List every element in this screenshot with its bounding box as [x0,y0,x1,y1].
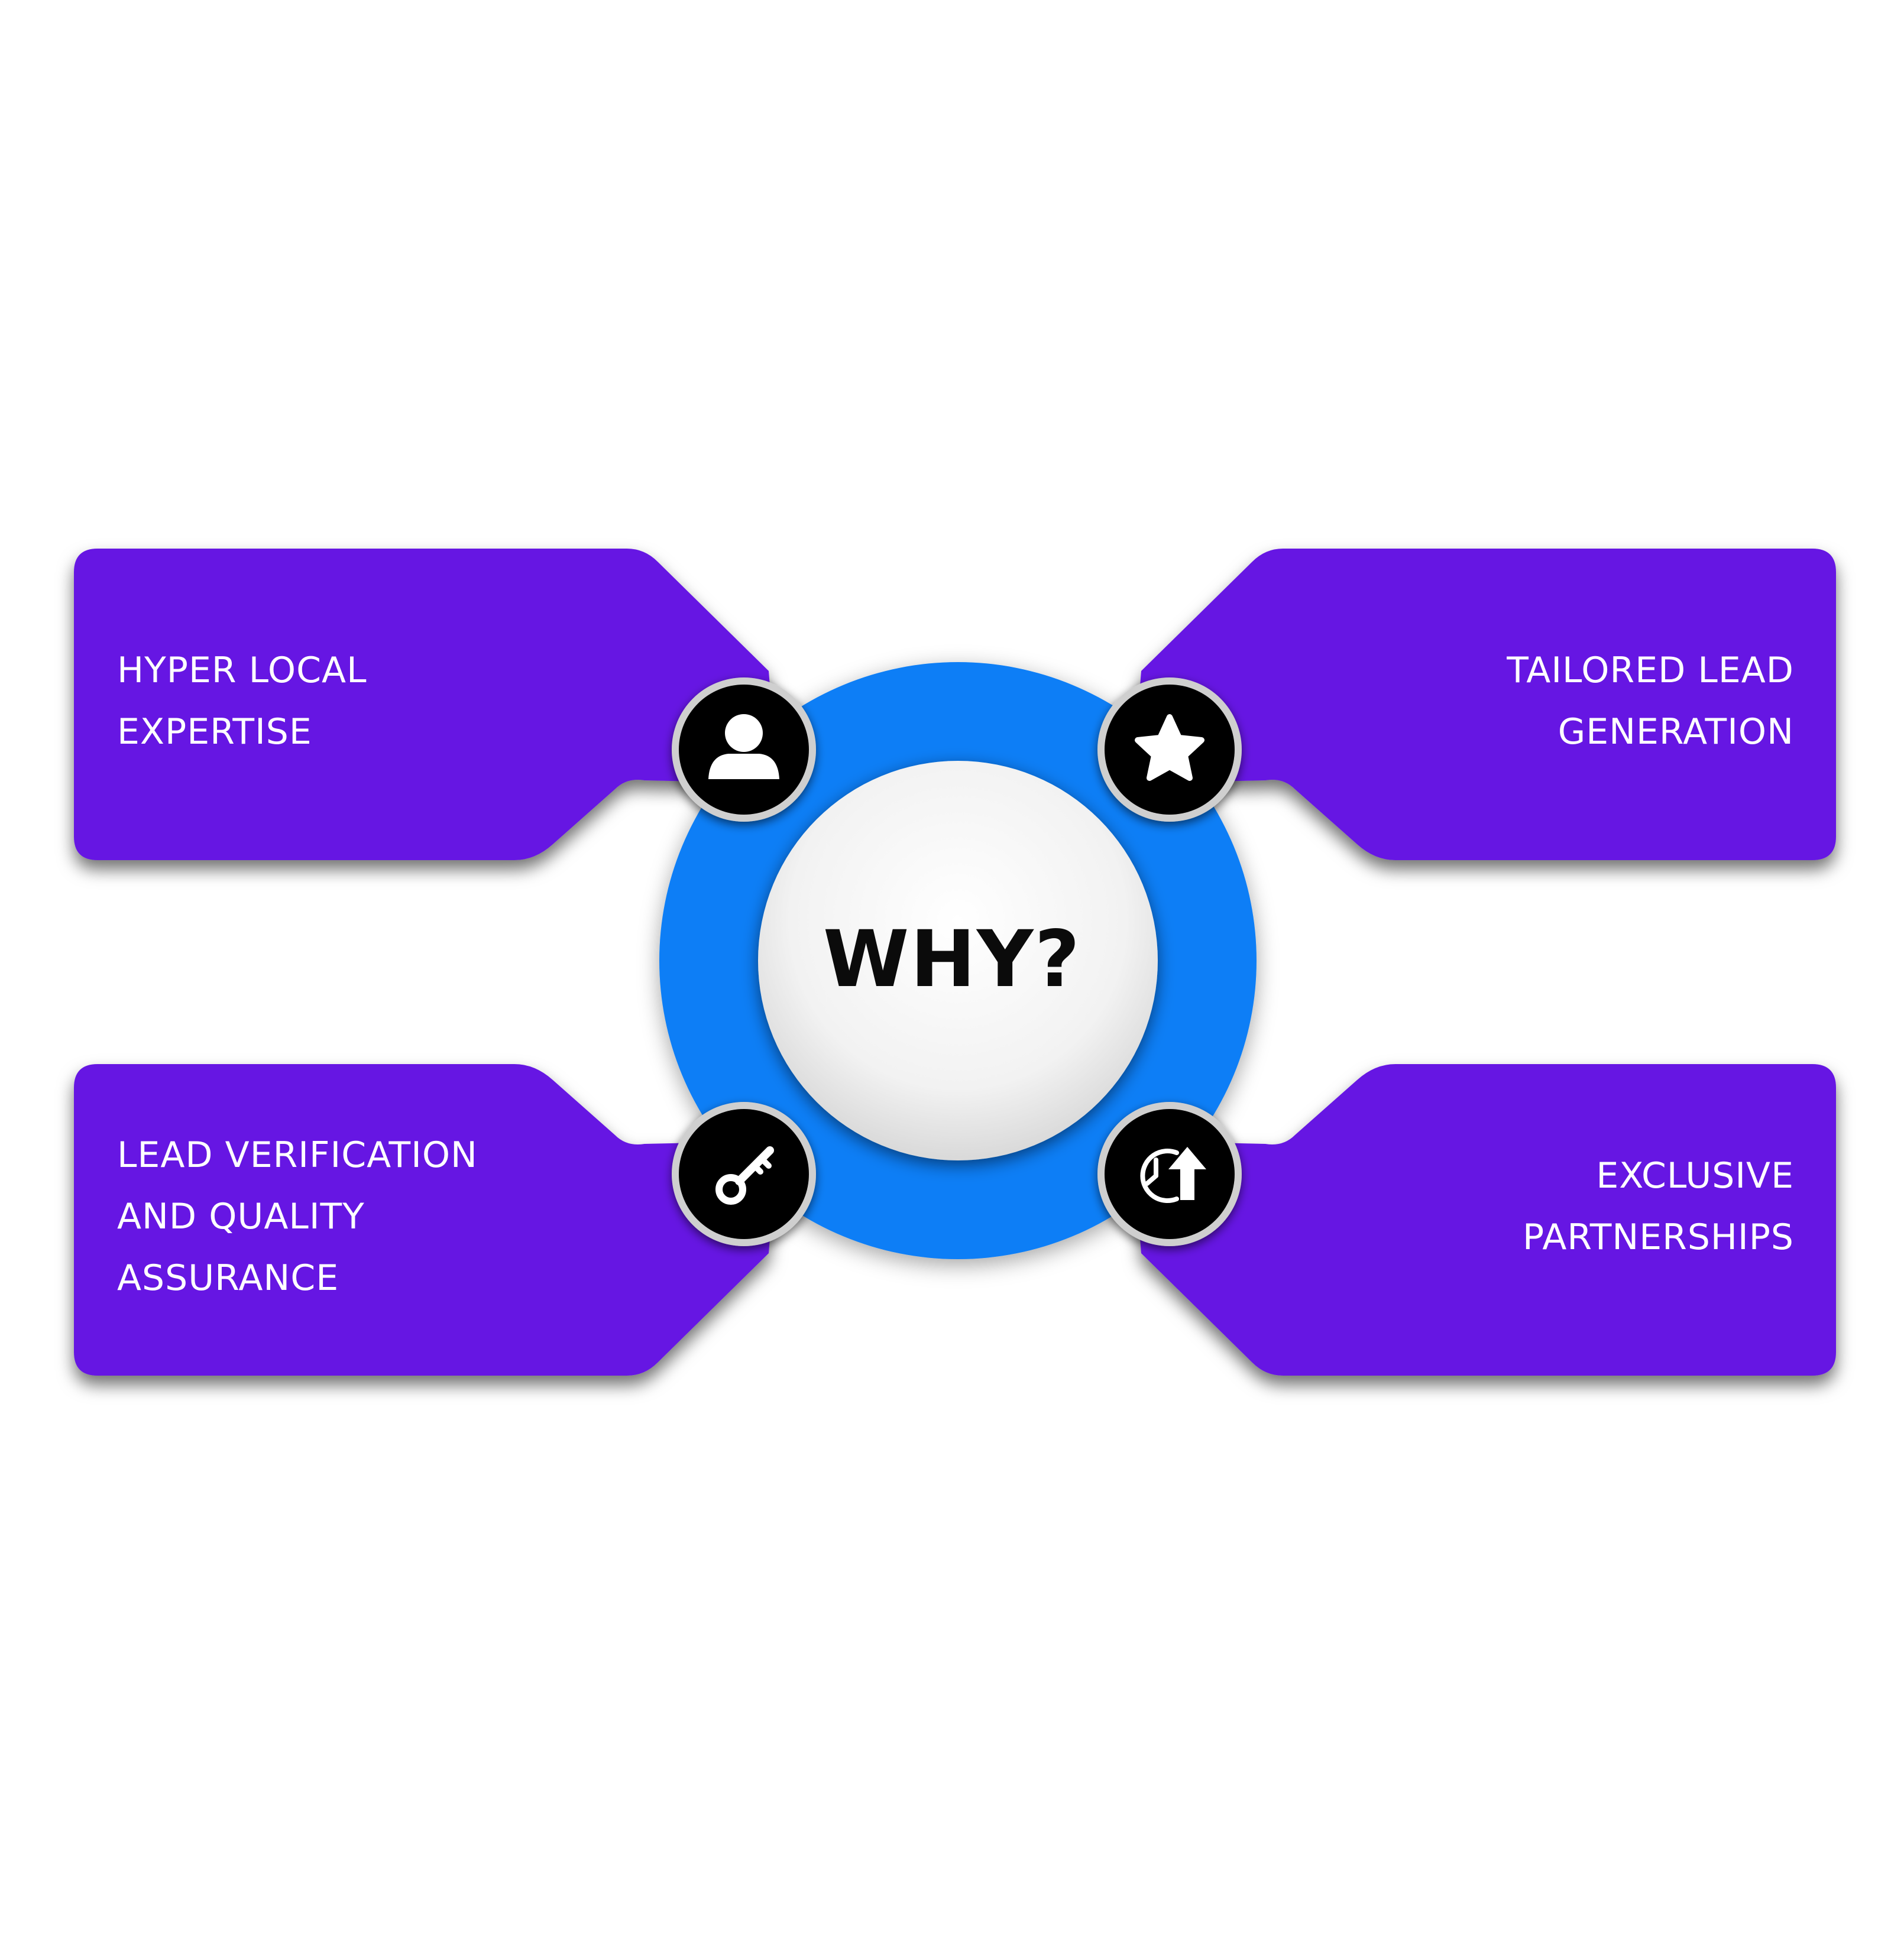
card-label-tailored-lead-generation: TAILORED LEAD GENERATION [1507,640,1794,763]
card-label-line: LEAD VERIFICATION [117,1134,478,1176]
card-label-line: AND QUALITY [117,1196,365,1237]
clock-arrow-up-icon [1140,1147,1206,1203]
card-label-line: EXPERTISE [117,711,312,753]
card-lead-verification [74,1064,778,1376]
card-label-line: ASSURANCE [117,1257,339,1299]
card-label-line: HYPER LOCAL [117,650,367,691]
key-icon [715,1146,774,1205]
star-icon [1135,714,1204,781]
card-exclusive-partnerships [1132,1064,1836,1376]
user-icon [708,714,779,779]
card-label-hyper-local-expertise: HYPER LOCAL EXPERTISE [117,640,367,763]
card-label-line: EXCLUSIVE [1596,1155,1794,1197]
card-label-line: TAILORED LEAD [1507,650,1794,691]
center-disc [758,761,1158,1160]
card-label-lead-verification: LEAD VERIFICATION AND QUALITY ASSURANCE [117,1124,478,1309]
card-label-line: GENERATION [1557,711,1794,753]
card-hyper-local-expertise [74,549,778,860]
badge-exclusive-partnerships [1097,1102,1242,1246]
card-tailored-lead-generation [1132,549,1836,860]
card-label-exclusive-partnerships: EXCLUSIVE PARTNERSHIPS [1523,1145,1794,1268]
card-label-line: PARTNERSHIPS [1522,1217,1794,1258]
center-title: WHY? [823,914,1081,1005]
